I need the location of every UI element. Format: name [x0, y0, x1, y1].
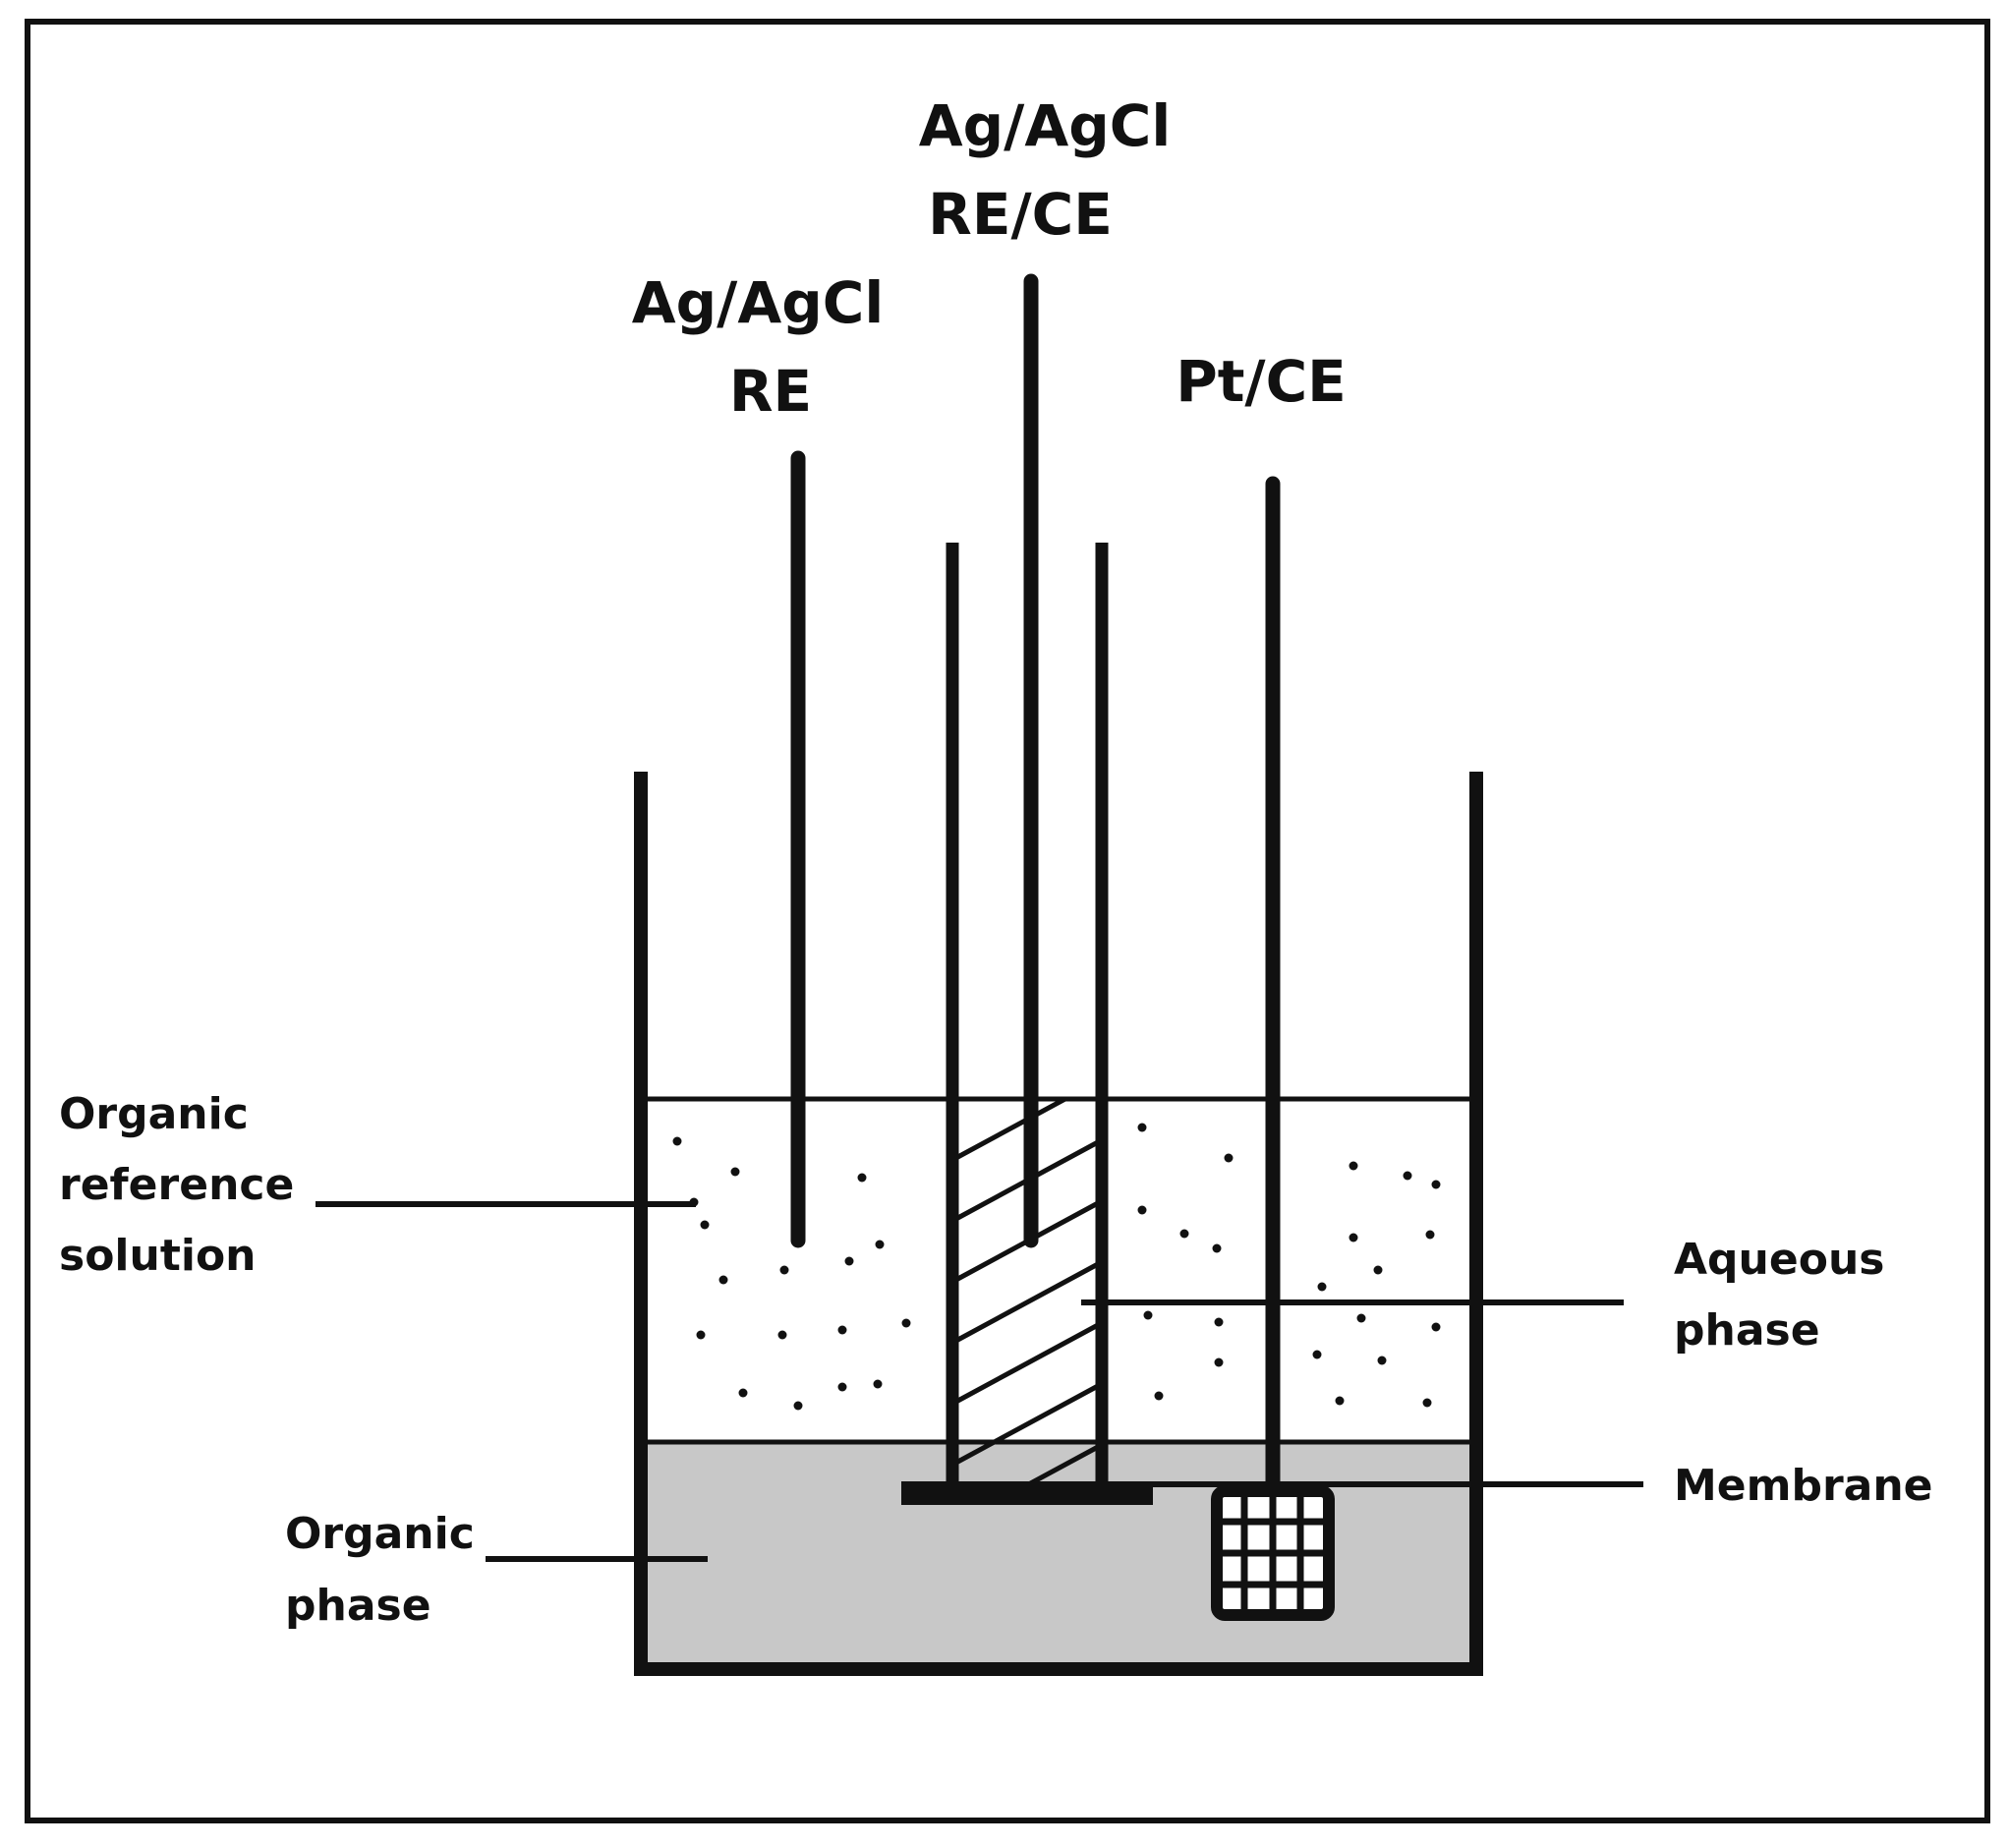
organic-reference-label-line3: solution — [59, 1231, 257, 1281]
electrode-center-label-line1: Ag/AgCl — [919, 92, 1171, 159]
organic-reference-label-line2: reference — [59, 1160, 294, 1210]
electrode-left-label-line1: Ag/AgCl — [632, 269, 884, 336]
organic-phase-region — [641, 1442, 1472, 1665]
aqueous-phase-label-line2: phase — [1674, 1305, 1820, 1356]
beaker — [634, 772, 1483, 1676]
electrode-left-label-line2: RE — [729, 358, 812, 425]
organic-phase-label-line2: phase — [285, 1581, 431, 1631]
reference-solution-dots — [672, 1123, 1441, 1411]
aqueous-phase-label-line1: Aqueous — [1674, 1235, 1884, 1285]
organic-phase-label-line1: Organic — [285, 1509, 475, 1559]
electrode-center-label-line2: RE/CE — [928, 181, 1113, 248]
pt-mesh-grid — [1211, 1485, 1335, 1621]
organic-reference-label-line1: Organic — [59, 1089, 249, 1139]
membrane-bar — [901, 1481, 1153, 1505]
figure-frame — [25, 19, 1990, 1823]
membrane-label: Membrane — [1674, 1461, 1933, 1511]
electrode-right-label: Pt/CE — [1176, 348, 1347, 415]
